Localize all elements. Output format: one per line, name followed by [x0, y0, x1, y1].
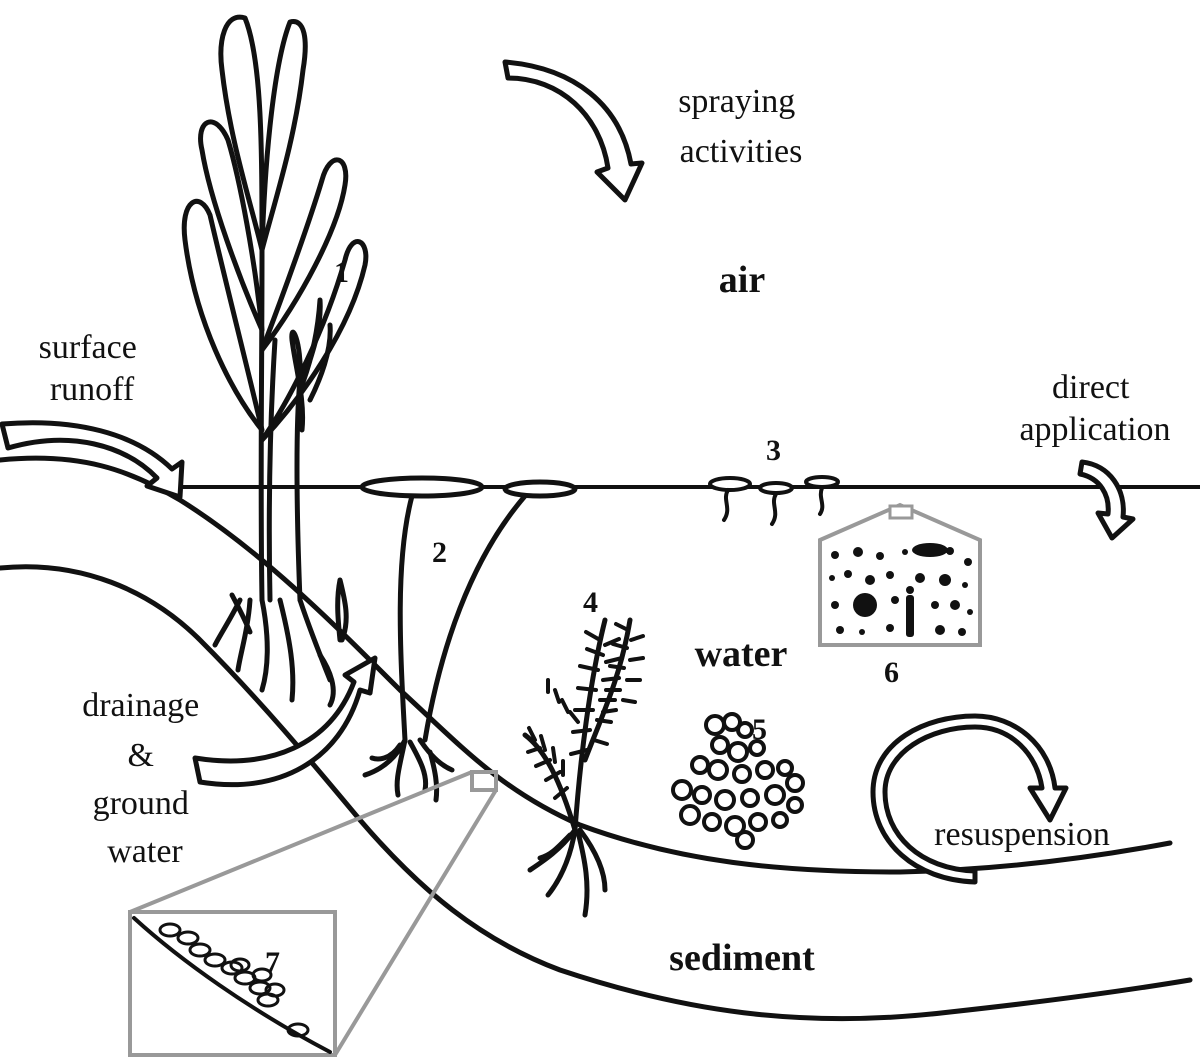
plant-2-floating-leaved: 2 — [359, 475, 578, 803]
plant-2-number: 2 — [432, 536, 447, 569]
inset-7-zoom-lines — [129, 770, 498, 1057]
surface-runoff-label: surface runoff — [39, 329, 146, 408]
inset-7-marker — [470, 770, 498, 792]
plant-4-number: 4 — [583, 586, 598, 619]
plant-3-number: 3 — [766, 434, 781, 467]
spraying-label: spraying activities — [678, 83, 804, 170]
inset-6-dots — [829, 543, 973, 637]
direct-application-arrow — [1077, 459, 1136, 541]
inset-7-periphyton: 7 — [128, 770, 498, 1057]
direct-application-label: direct application — [1019, 369, 1170, 448]
inset-6-plankton: 6 — [818, 502, 982, 689]
plant-6-number: 6 — [884, 656, 899, 689]
drainage-arrow — [192, 655, 378, 788]
bank-lower-line — [0, 564, 1193, 1022]
plant-4-submerged: 4 — [522, 586, 645, 918]
inset-6-frame — [818, 502, 982, 647]
plant-3-free-floating: 3 — [708, 434, 840, 526]
arrows — [0, 59, 1136, 885]
resuspension-arrow — [870, 713, 1069, 885]
plant-7-number: 7 — [265, 946, 280, 979]
drainage-label: drainage & ground water — [82, 687, 208, 870]
air-label: air — [719, 259, 766, 301]
plant-1-number: 1 — [334, 256, 349, 289]
labels: spraying activities air surface runoff d… — [39, 83, 1171, 979]
plant-1-emergent: 1 — [181, 14, 369, 708]
sediment-label: sediment — [669, 937, 815, 979]
plant-5-number: 5 — [752, 713, 767, 746]
water-label: water — [695, 633, 788, 675]
plant-5-cluster: 5 — [671, 712, 805, 850]
surface-runoff-arrow — [0, 420, 185, 500]
resuspension-label: resuspension — [934, 816, 1110, 853]
spraying-arrow — [502, 59, 645, 203]
